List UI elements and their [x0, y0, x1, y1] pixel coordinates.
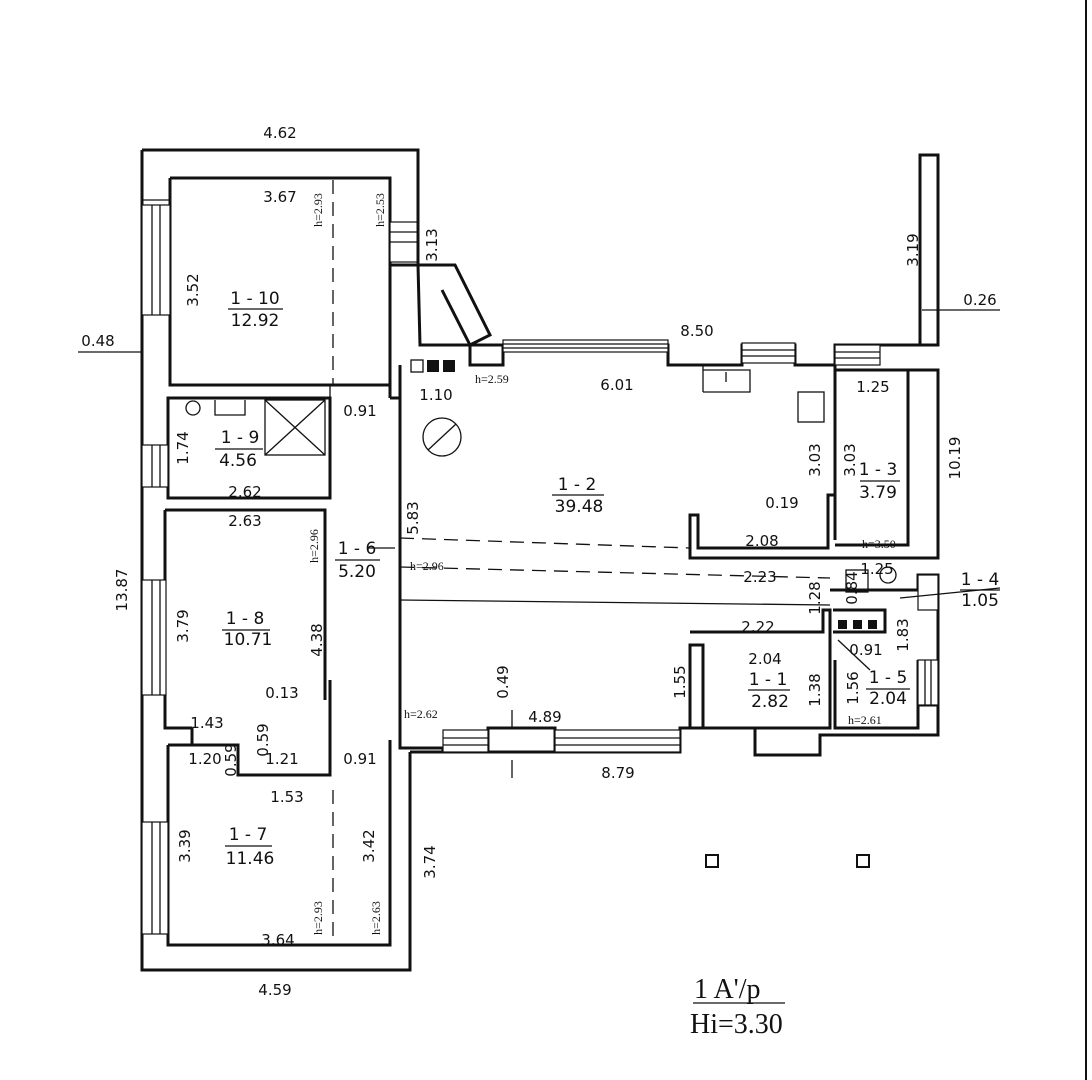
- height-label: h=2.62: [404, 707, 438, 721]
- room-id: 1 - 9: [221, 428, 260, 448]
- dimension-label: 0.48: [81, 332, 114, 350]
- room-id: 1 - 3: [859, 460, 898, 480]
- dimension-label: 4.62: [263, 124, 296, 142]
- room-id: 1 - 8: [226, 609, 265, 629]
- dimension-label: 1.38: [806, 673, 824, 706]
- room-area: 4.56: [219, 451, 257, 471]
- room-area: 2.04: [869, 689, 907, 709]
- dimension-label: 1.10: [419, 386, 452, 404]
- room-area: 39.48: [555, 497, 604, 517]
- main-windows: [442, 339, 939, 753]
- dimension-label: 3.52: [184, 273, 202, 306]
- room-id: 1 - 1: [749, 670, 788, 690]
- dimension-label: 1.74: [174, 431, 192, 464]
- height-label: h=2.61: [848, 713, 882, 727]
- dimension-label: 3.13: [423, 228, 441, 261]
- dimension-label: 0.91: [343, 402, 376, 420]
- room-area: 1.05: [961, 591, 999, 611]
- room-id: 1 - 10: [230, 289, 279, 309]
- room-id: 1 - 6: [338, 539, 377, 559]
- dimension-label: 2.08: [745, 532, 778, 550]
- dimension-label: 4.59: [258, 981, 291, 999]
- dimension-label: 3.79: [174, 609, 192, 642]
- dimension-label: 3.74: [421, 845, 439, 878]
- dimension-label: 4.38: [308, 623, 326, 656]
- height-label: h=2.63: [369, 901, 383, 935]
- left-windows: [141, 204, 419, 935]
- legend-line-2: Hi=3.30: [690, 1009, 783, 1040]
- dimension-label: 1.28: [806, 581, 824, 614]
- room-area: 11.46: [226, 849, 275, 869]
- dimension-label: 2.04: [748, 650, 781, 668]
- dimension-label: 8.50: [680, 322, 713, 340]
- room-area: 2.82: [751, 692, 789, 712]
- dimension-label: 2.63: [228, 512, 261, 530]
- dimension-label: 1.56: [844, 671, 862, 704]
- dimension-label: 0.26: [963, 291, 996, 309]
- room-area: 10.71: [224, 630, 273, 650]
- height-labels: h=2.93 h=2.53 h=2.59 h=3.50 h=2.96 h=2.9…: [307, 193, 896, 935]
- dimension-label: 0.19: [765, 494, 798, 512]
- room-id: 1 - 5: [869, 668, 908, 688]
- height-label: h=2.96: [410, 559, 444, 573]
- dimension-label: 1.21: [265, 750, 298, 768]
- dimension-label: 3.42: [360, 829, 378, 862]
- room-area: 12.92: [231, 311, 280, 331]
- dimension-label: 0.91: [343, 750, 376, 768]
- height-label: h=2.96: [307, 529, 321, 563]
- dimension-label: 0.91: [849, 641, 882, 659]
- dimension-label: 3.19: [904, 233, 922, 266]
- dimension-label: 13.87: [113, 569, 131, 612]
- room-area: 3.79: [859, 483, 897, 503]
- height-label: h=2.59: [475, 372, 509, 386]
- dimension-label: 8.79: [601, 764, 634, 782]
- dimension-label: 1.83: [894, 618, 912, 651]
- dimension-label: 1.53: [270, 788, 303, 806]
- room-id: 1 - 4: [961, 570, 1000, 590]
- dimension-label: 1.43: [190, 714, 223, 732]
- dimension-label: 3.39: [176, 829, 194, 862]
- dimension-label: 1.20: [188, 750, 221, 768]
- room-area: 5.20: [338, 562, 376, 582]
- dimension-label: 1.25: [856, 378, 889, 396]
- dimension-label: 5.83: [404, 501, 422, 534]
- marker-square: [705, 854, 719, 868]
- dimension-label: 0.59: [254, 723, 272, 756]
- legend-line-1: 1 A'/p: [694, 974, 761, 1005]
- height-label: h=2.93: [311, 901, 325, 935]
- dimension-label: 2.23: [743, 568, 776, 586]
- height-label: h=2.53: [373, 193, 387, 227]
- dimension-label: 3.03: [841, 443, 859, 476]
- dimension-label: 3.64: [261, 931, 294, 949]
- dimension-label: 0.49: [494, 665, 512, 698]
- room-id: 1 - 7: [229, 825, 268, 845]
- dimension-label: 0.13: [265, 684, 298, 702]
- dimension-label: 6.01: [600, 376, 633, 394]
- dimension-label: 0.84: [843, 571, 861, 604]
- dimension-label: 1.25: [860, 560, 893, 578]
- room-labels: 1 - 10 12.92 1 - 9 4.56 1 - 8 10.71 1 - …: [215, 289, 1000, 869]
- dimension-label: 3.67: [263, 188, 296, 206]
- dimension-label: 3.03: [806, 443, 824, 476]
- height-label: h=2.93: [311, 193, 325, 227]
- dimension-labels: 4.62 3.67 3.52 0.48 0.91 3.13 8.50 6.01 …: [81, 124, 996, 999]
- dimension-label: 4.89: [528, 708, 561, 726]
- room-id: 1 - 2: [558, 475, 597, 495]
- dimension-label: 10.19: [946, 437, 964, 480]
- dimension-label: 2.62: [228, 483, 261, 501]
- dimension-label: 2.22: [741, 618, 774, 636]
- dimension-label: 0.59: [222, 743, 240, 776]
- height-label: h=3.50: [862, 537, 896, 551]
- dimension-label: 1.55: [671, 665, 689, 698]
- marker-square: [856, 854, 870, 868]
